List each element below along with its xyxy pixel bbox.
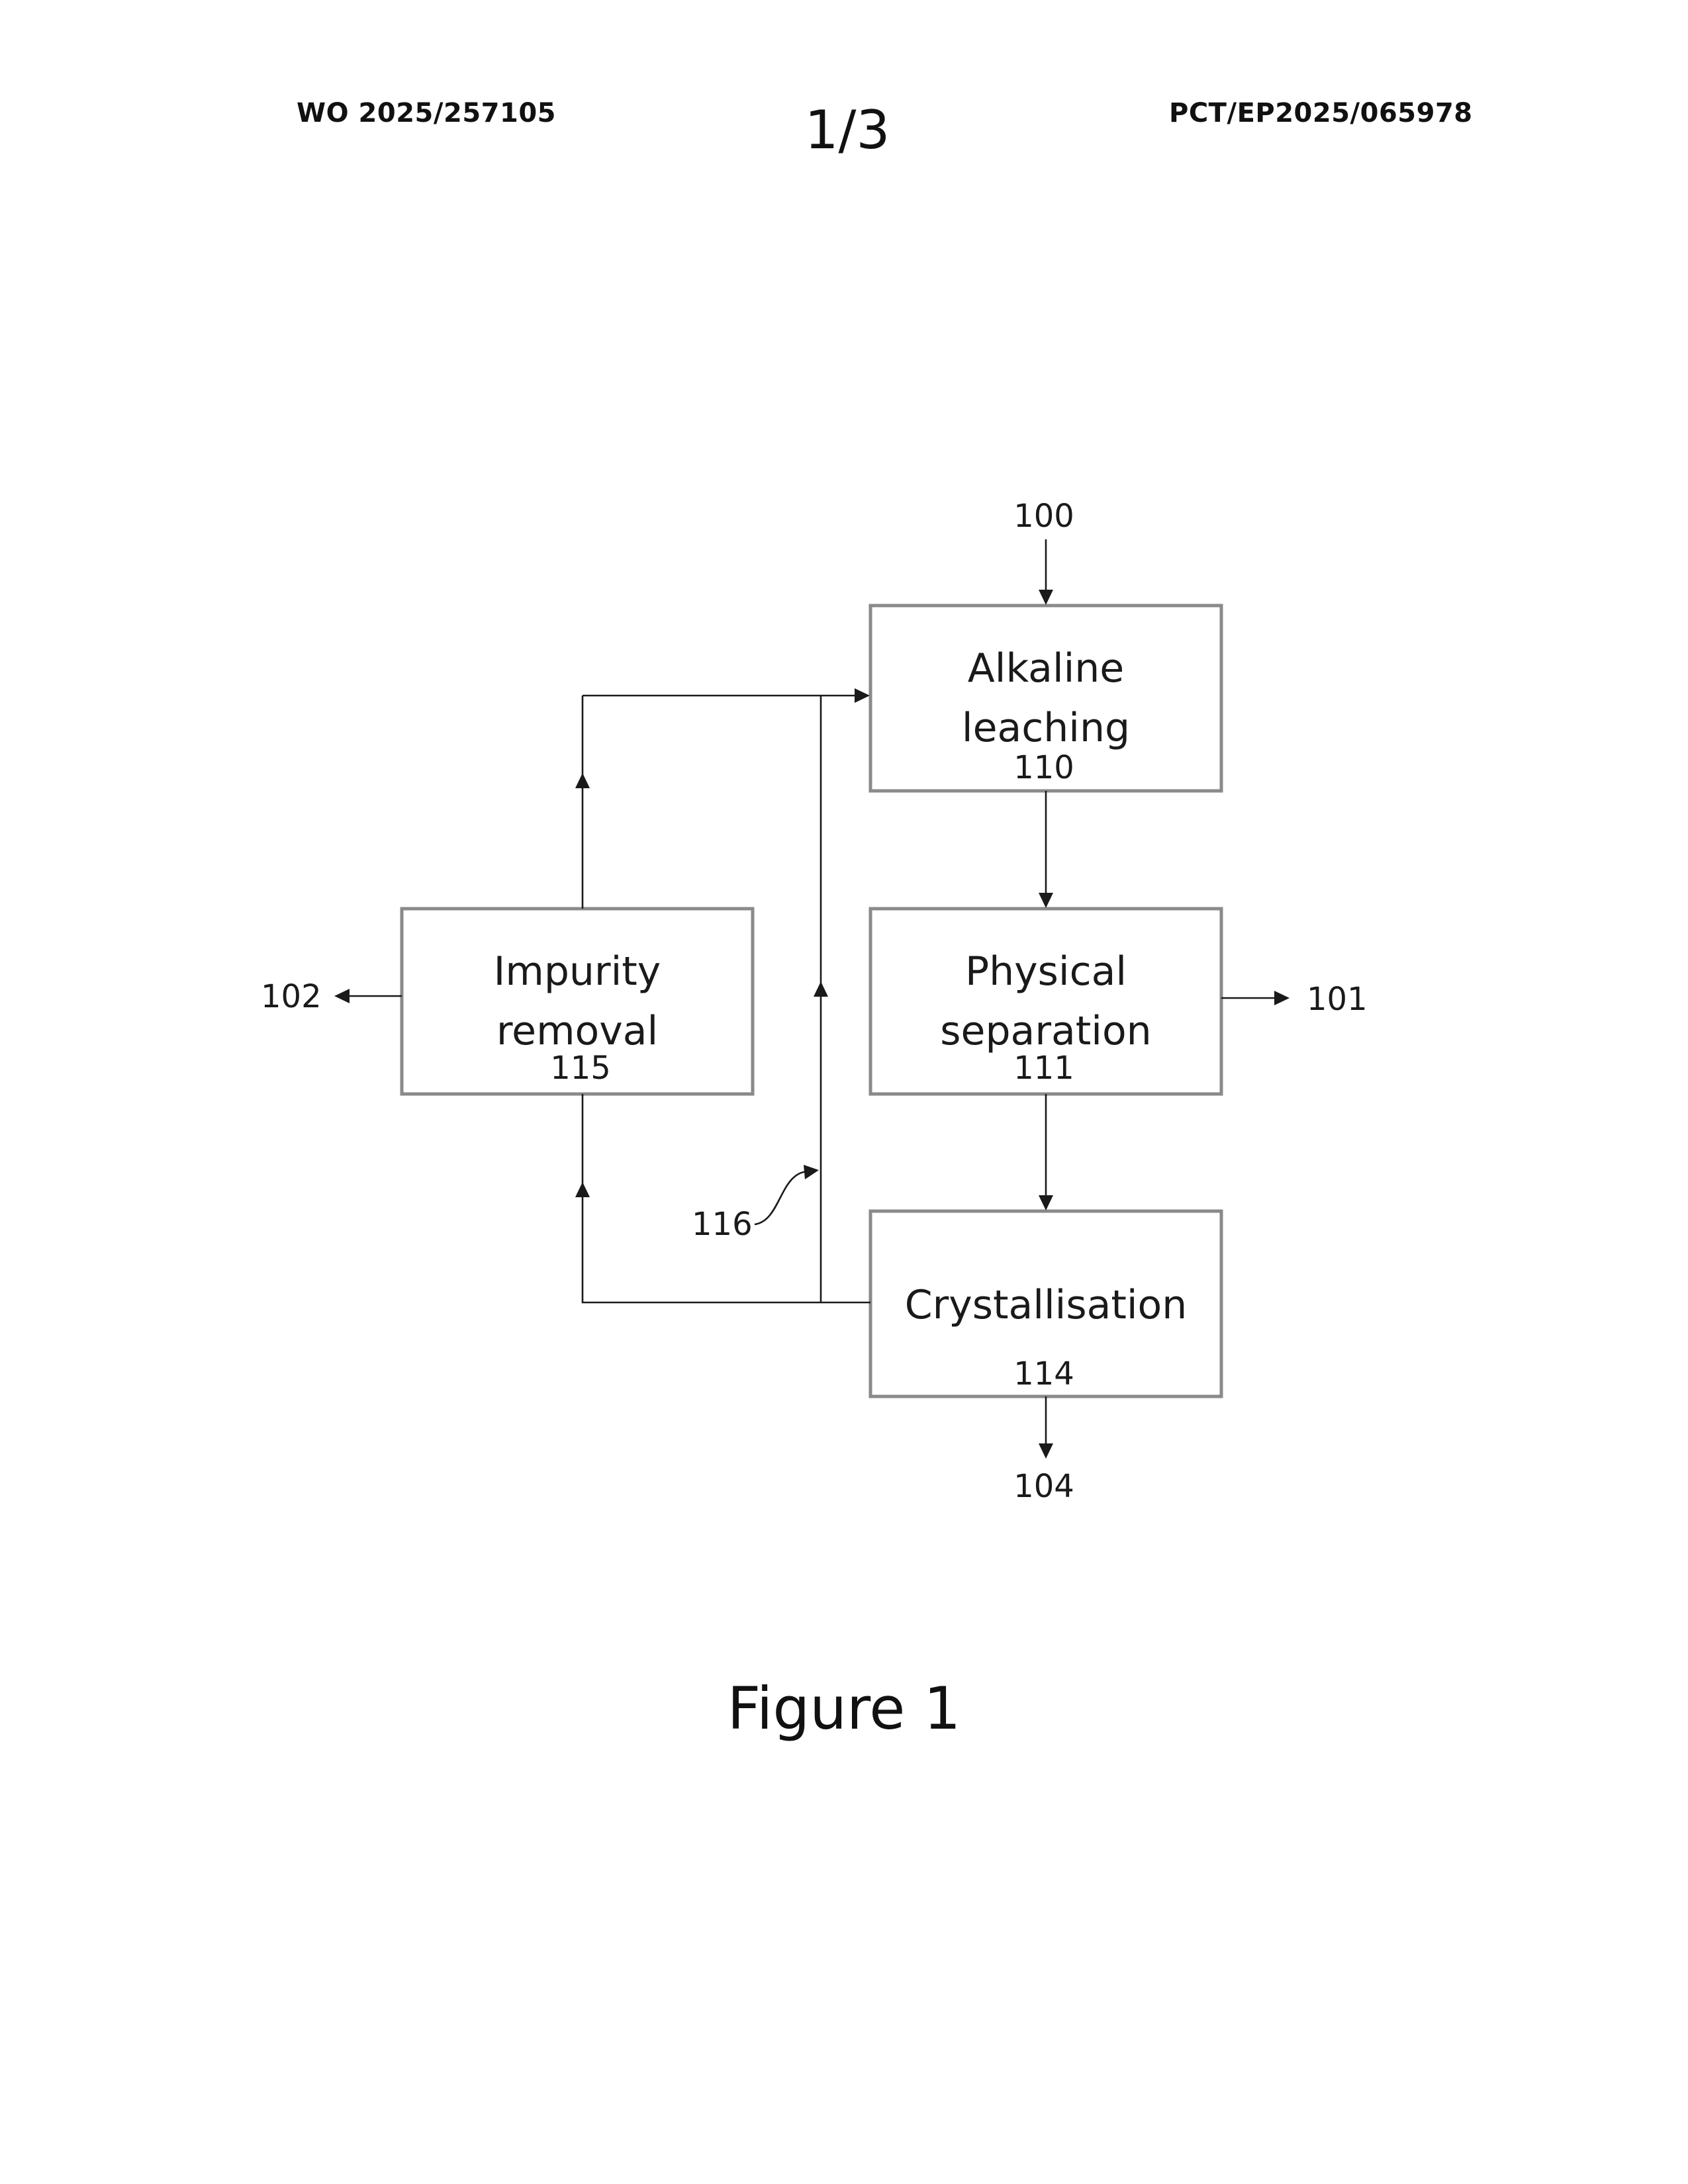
feed-ref: 100 <box>1013 498 1074 535</box>
leaching-to-separation-arrowhead <box>1039 893 1053 908</box>
alkaline-leaching-label-2: leaching <box>962 705 1130 751</box>
product-arrowhead <box>1039 1443 1053 1459</box>
product-ref: 104 <box>1013 1468 1074 1505</box>
solids-output-arrowhead <box>1274 991 1289 1005</box>
solids-output-ref: 101 <box>1307 981 1368 1018</box>
recycle-ref: 116 <box>692 1206 753 1243</box>
recycle-bypass-arrowhead <box>814 981 828 997</box>
recycle-leader-line <box>755 1171 809 1224</box>
impurity-removal-ref: 115 <box>550 1050 611 1087</box>
crystallisation-ref: 114 <box>1013 1355 1074 1392</box>
feed-arrowhead <box>1039 590 1053 605</box>
physical-separation-label-1: Physical <box>965 948 1127 995</box>
physical-separation-label-2: separation <box>940 1008 1151 1054</box>
impurity-to-leaching-arrowhead <box>575 773 590 788</box>
separation-to-crystallisation-arrowhead <box>1039 1195 1053 1210</box>
recycle-to-leaching-arrowhead <box>855 688 870 703</box>
alkaline-leaching-label-1: Alkaline <box>968 645 1124 692</box>
figure-caption: Figure 1 <box>662 1674 1026 1743</box>
impurity-removal-label-1: Impurity <box>494 948 661 995</box>
alkaline-leaching-ref: 110 <box>1013 749 1074 786</box>
impurity-output-arrowhead <box>334 989 350 1003</box>
impurity-output-ref: 102 <box>261 978 322 1015</box>
impurity-removal-label-2: removal <box>496 1008 658 1054</box>
recycle-leader-arrowhead <box>804 1165 819 1179</box>
physical-separation-ref: 111 <box>1013 1050 1074 1087</box>
crystallisation-label: Crystallisation <box>905 1282 1188 1328</box>
